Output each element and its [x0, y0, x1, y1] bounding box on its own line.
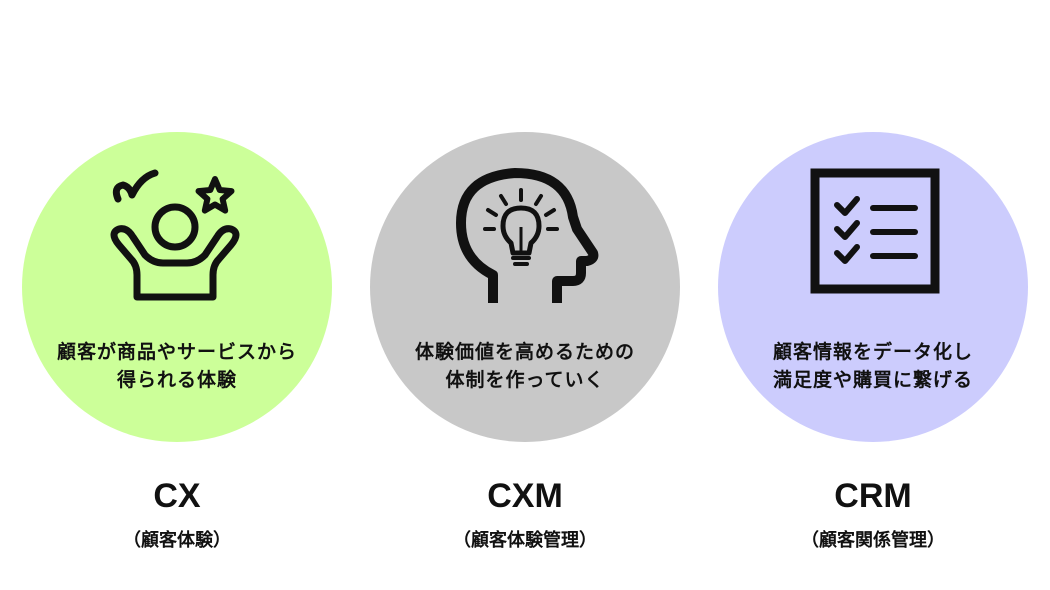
- concept-crm: 顧客情報をデータ化し 満足度や購買に繋げる CRM （顧客関係管理）: [718, 0, 1028, 590]
- crm-description: 顧客情報をデータ化し 満足度や購買に繋げる: [718, 338, 1028, 394]
- crm-acronym: CRM: [834, 477, 912, 515]
- cheering-person-icon: [97, 163, 257, 313]
- cxm-description-line-2: 体制を作っていく: [445, 369, 605, 391]
- cx-description-line-1: 顧客が商品やサービスから: [56, 341, 297, 363]
- cxm-full-name: （顧客体験管理）: [453, 530, 597, 551]
- crm-description-line-1: 顧客情報をデータ化し: [772, 341, 973, 363]
- checklist-icon: [793, 163, 953, 313]
- cx-description: 顧客が商品やサービスから 得られる体験: [22, 338, 332, 394]
- concept-cx: 顧客が商品やサービスから 得られる体験 CX （顧客体験）: [22, 0, 332, 590]
- crm-description-line-2: 満足度や購買に繋げる: [772, 369, 973, 391]
- cx-description-line-2: 得られる体験: [116, 369, 237, 391]
- cx-circle: [22, 132, 332, 442]
- cxm-description-line-1: 体験価値を高めるための: [414, 341, 635, 363]
- cx-full-name: （顧客体験）: [123, 530, 231, 551]
- crm-full-name: （顧客関係管理）: [801, 530, 945, 551]
- cxm-circle: [370, 132, 680, 442]
- head-lightbulb-icon: [445, 163, 605, 313]
- concept-cxm: 体験価値を高めるための 体制を作っていく CXM （顧客体験管理）: [370, 0, 680, 590]
- cxm-acronym: CXM: [487, 477, 563, 515]
- cxm-description: 体験価値を高めるための 体制を作っていく: [370, 338, 680, 394]
- cx-acronym: CX: [153, 477, 201, 515]
